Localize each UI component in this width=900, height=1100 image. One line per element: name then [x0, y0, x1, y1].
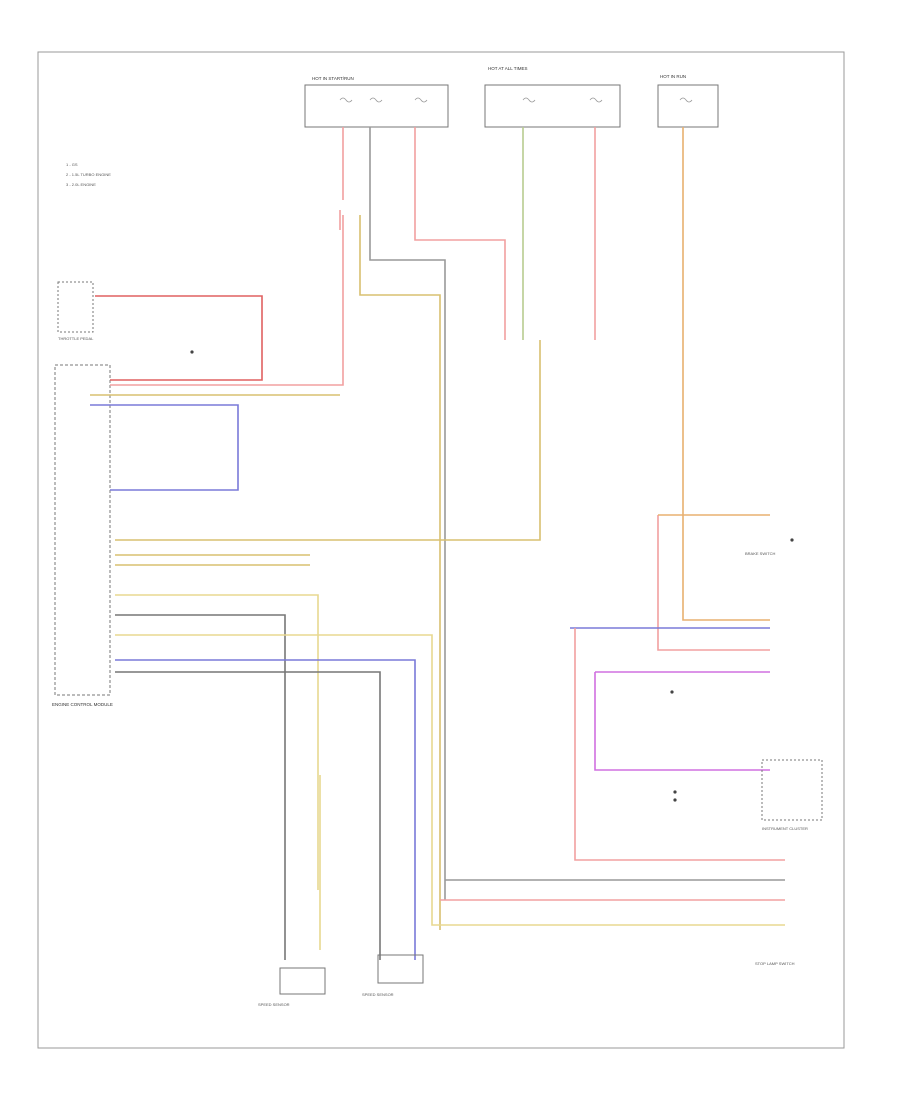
wire-red-1 [110, 127, 344, 386]
ecm-label: ENGINE CONTROL MODULE [52, 702, 113, 707]
throttle-pedal-label: THROTTLE PEDAL [58, 336, 94, 341]
fuse-panel-hot-at-all-times [484, 84, 621, 128]
cluster-label: INSTRUMENT CLUSTER [762, 826, 808, 831]
wire-yellow-1 [359, 215, 441, 930]
fuse-symbols [339, 97, 693, 103]
rear-sensor-right: SPEED SENSOR [362, 954, 424, 997]
wire-red-7 [657, 515, 770, 651]
instrument-cluster: INSTRUMENT CLUSTER [761, 759, 823, 831]
wires [90, 127, 785, 960]
fuse-panel-3-title: HOT IN RUN [660, 74, 686, 79]
fuse-panel-hot-in-run-right [657, 84, 719, 128]
wire-red-8 [574, 628, 785, 861]
brake-switch-label: BRAKE SWITCH [745, 551, 776, 556]
rear-sensor-left-label: SPEED SENSOR [258, 1002, 290, 1007]
wire-blue-1 [90, 404, 239, 491]
throttle-pedal: THROTTLE PEDAL [57, 281, 94, 341]
legend-item-2: 2 - 1.5L TURBO ENGINE [66, 172, 111, 177]
wire-violet-1 [594, 672, 770, 771]
legend: 1 - GS 2 - 1.5L TURBO ENGINE 3 - 2.0L EN… [66, 162, 111, 187]
wire-yellow-6 [115, 594, 319, 890]
wire-orange-1 [682, 127, 770, 621]
wire-red-5 [95, 295, 263, 381]
connector-dots [190, 350, 794, 802]
fuse-panel-2-title: HOT AT ALL TIMES [488, 66, 528, 71]
wire-red-3 [414, 127, 506, 340]
wire-gray-2 [115, 614, 286, 960]
legend-item-3: 3 - 2.0L ENGINE [66, 182, 96, 187]
wire-yellow-3 [115, 340, 541, 541]
rear-sensor-right-label: SPEED SENSOR [362, 992, 394, 997]
rear-sensor-left: SPEED SENSOR [258, 967, 326, 1007]
wire-yellow-7 [115, 634, 785, 926]
diagram-frame [37, 51, 845, 1049]
fuse-panel-hot-in-run [304, 84, 449, 128]
wire-blue-2 [115, 659, 416, 960]
stop-lamp-label: STOP LAMP SWITCH [755, 961, 795, 966]
legend-item-1: 1 - GS [66, 162, 78, 167]
wire-gray-1 [369, 127, 446, 900]
wire-gray-3 [115, 671, 381, 960]
fuse-panel-1-title: HOT IN START/RUN [312, 76, 354, 81]
ecm-module: ENGINE CONTROL MODULE [52, 364, 113, 707]
